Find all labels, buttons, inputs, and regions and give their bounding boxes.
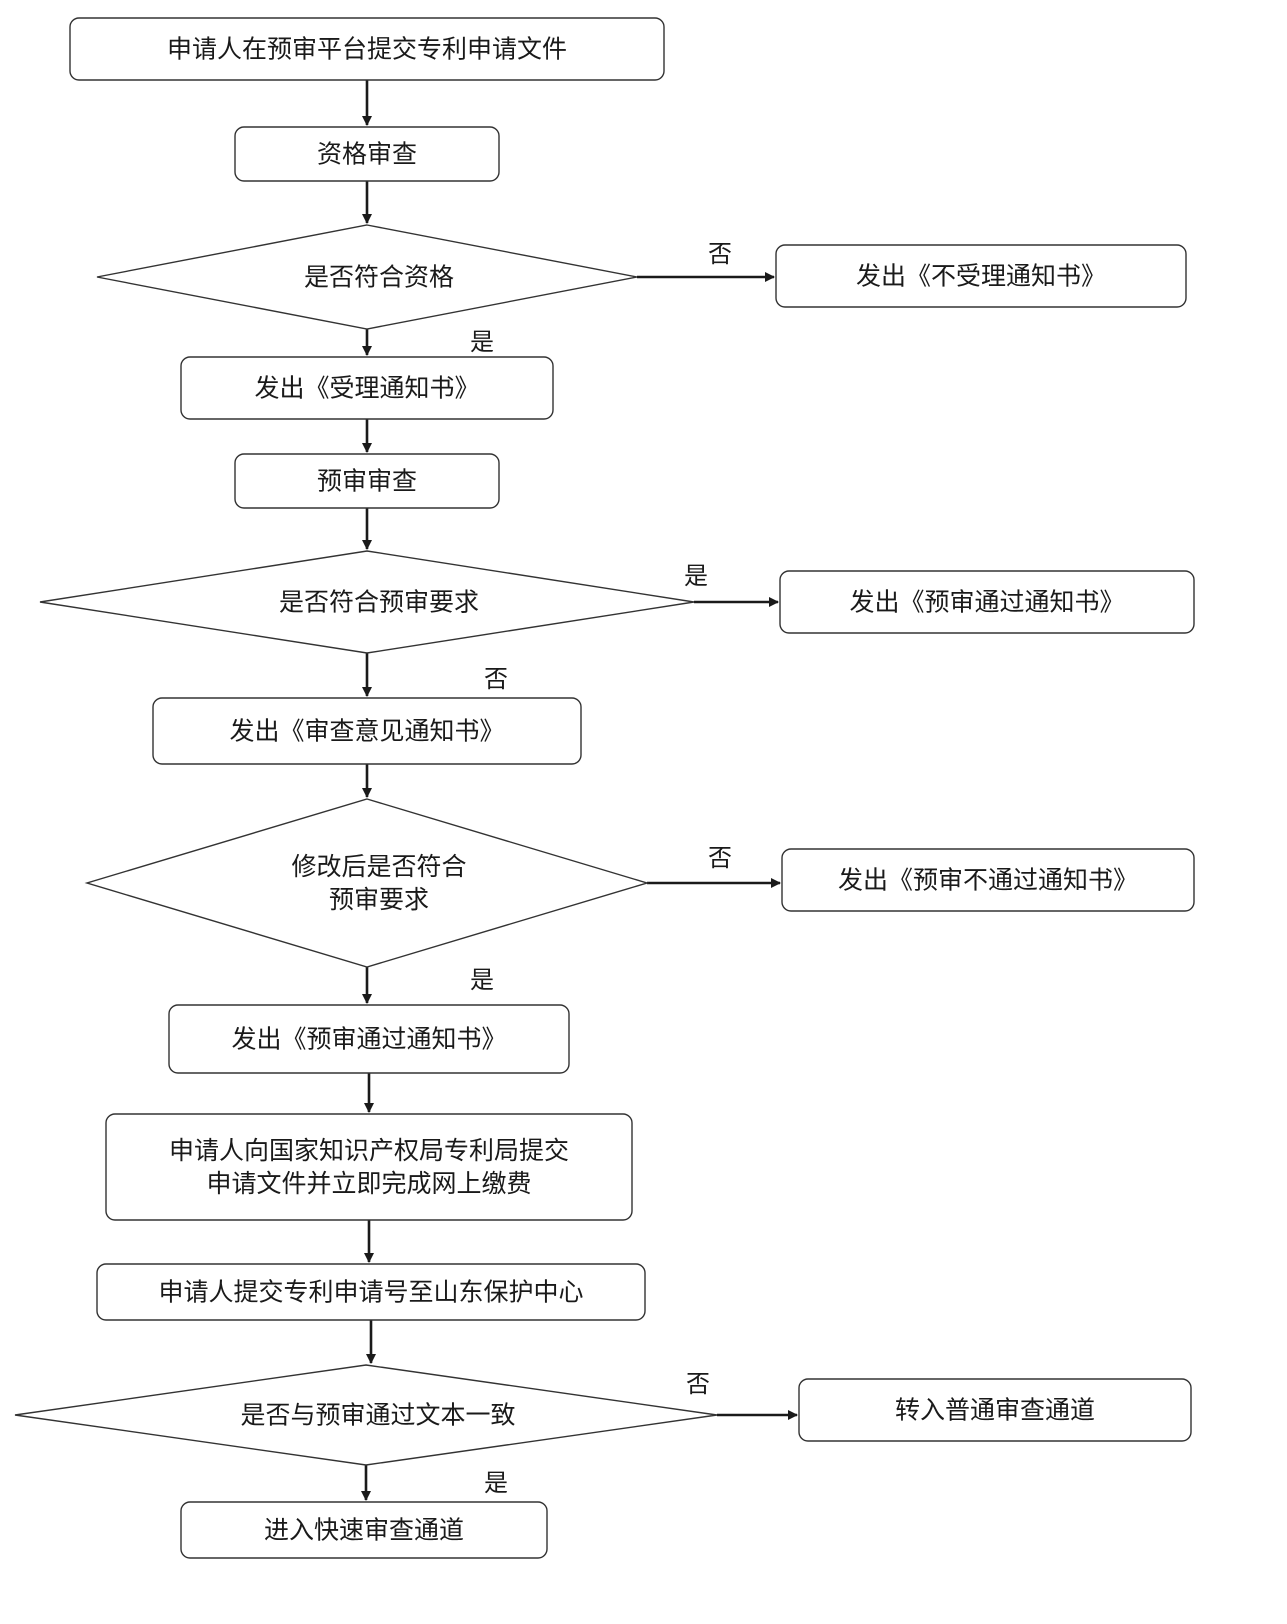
node-label: 是否符合资格 [304,263,454,292]
node-label: 是否与预审通过文本一致 [240,1401,515,1430]
edge-label: 否 [686,1370,710,1398]
decision-diamond [84,798,650,968]
node-label: 申请人向国家知识产权局专利局提交 [169,1136,569,1165]
node-label: 预审审查 [317,467,417,496]
edge-label: 是 [484,1469,508,1497]
node-fast-channel: 进入快速审查通道 [180,1501,548,1559]
edge-label: 否 [708,240,732,268]
process-box [798,1378,1192,1442]
node-notice-pass-2: 发出《预审通过通知书》 [168,1004,570,1074]
node-notice-not-accepted: 发出《不受理通知书》 [775,244,1187,308]
node-label: 资格审查 [317,140,417,169]
node-notice-fail: 发出《预审不通过通知书》 [781,848,1195,912]
process-box [105,1113,633,1221]
edge-label: 否 [708,844,732,872]
node-label: 发出《预审不通过通知书》 [838,866,1138,895]
node-label: 修改后是否符合 [291,852,466,881]
process-box [152,697,582,765]
node-label: 发出《不受理通知书》 [856,262,1106,291]
edge-label: 是 [470,328,494,356]
decision-diamond [39,550,695,654]
process-box [775,244,1187,308]
node-label: 发出《预审通过通知书》 [849,588,1124,617]
node-notice-accepted: 发出《受理通知书》 [180,356,554,420]
decision-diamond [96,224,638,330]
node-pre-review: 预审审查 [234,453,500,509]
node-label: 转入普通审查通道 [895,1396,1095,1425]
node-label: 发出《审查意见通知书》 [229,717,504,746]
node-label: 是否符合预审要求 [279,588,479,617]
edges-layer [361,80,798,1501]
process-box [781,848,1195,912]
process-box [96,1263,646,1321]
decision-diamond [14,1364,718,1466]
node-qualification-review: 资格审查 [234,126,500,182]
node-meets-pre-review: 是否符合预审要求 [39,550,695,654]
edge-label: 是 [684,562,708,590]
node-normal-channel: 转入普通审查通道 [798,1378,1192,1442]
edge-label: 是 [470,966,494,994]
node-label: 发出《预审通过通知书》 [231,1025,506,1054]
process-box [168,1004,570,1074]
node-label: 发出《受理通知书》 [254,374,479,403]
process-box [234,126,500,182]
node-label: 申请人提交专利申请号至山东保护中心 [158,1278,583,1307]
node-label: 进入快速审查通道 [264,1516,464,1545]
process-box [180,356,554,420]
process-box [234,453,500,509]
node-submit-files: 申请人在预审平台提交专利申请文件 [69,17,665,81]
node-submit-number: 申请人提交专利申请号至山东保护中心 [96,1263,646,1321]
node-is-qualified: 是否符合资格 [96,224,638,330]
node-notice-opinion: 发出《审查意见通知书》 [152,697,582,765]
node-notice-pass-1: 发出《预审通过通知书》 [779,570,1195,634]
node-label: 申请人在预审平台提交专利申请文件 [167,35,567,64]
process-box [779,570,1195,634]
node-label: 申请文件并立即完成网上缴费 [206,1169,531,1198]
process-box [180,1501,548,1559]
node-label: 预审要求 [329,885,429,914]
edge-label: 否 [484,665,508,693]
process-box [69,17,665,81]
node-consistent-text: 是否与预审通过文本一致 [14,1364,718,1466]
